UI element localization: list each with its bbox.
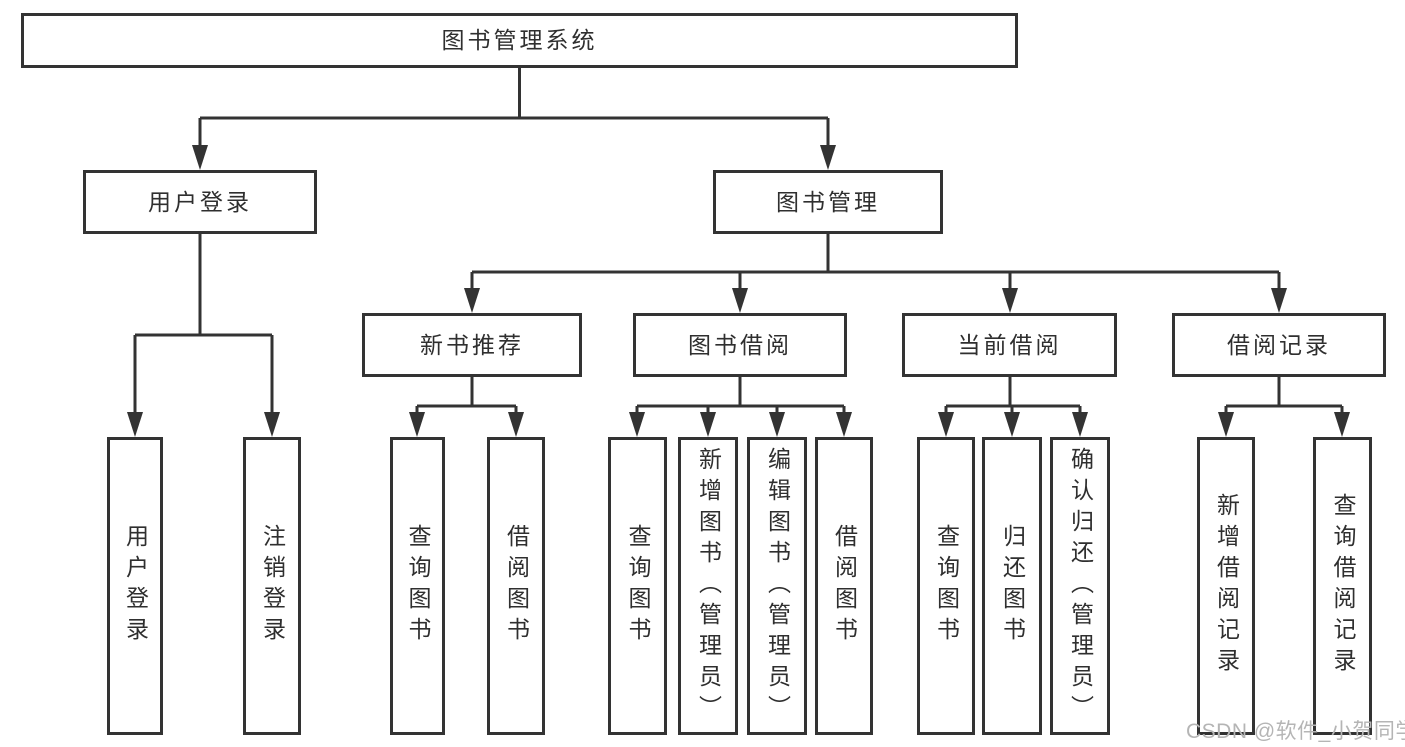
leaf-borrow-query-books: 查询图书 [608, 437, 667, 735]
node-borrow-records: 借阅记录 [1172, 313, 1386, 377]
leaf-label: 查询图书 [405, 524, 431, 648]
leaf-label: 归还图书 [999, 524, 1026, 648]
node-user-login: 用户登录 [83, 170, 317, 234]
leaf-label: 用户登录 [122, 524, 149, 648]
leaf-recommend-borrow-books: 借阅图书 [487, 437, 545, 735]
leaf-borrow-books: 借阅图书 [815, 437, 873, 735]
leaf-add-book-admin: 新增图书（管理员） [678, 437, 738, 735]
leaf-add-borrow-record: 新增借阅记录 [1197, 437, 1255, 735]
leaf-label: 查询图书 [933, 524, 960, 648]
leaf-recommend-query-books: 查询图书 [390, 437, 445, 735]
arrowheads [127, 145, 1350, 437]
leaf-edit-book-admin: 编辑图书（管理员） [747, 437, 807, 735]
node-new-book-recommend: 新书推荐 [362, 313, 582, 377]
leaf-label: 新增图书（管理员） [695, 446, 722, 726]
csdn-watermark: CSDN @软件_小贺同学 [1186, 720, 1405, 743]
node-current-borrow: 当前借阅 [902, 313, 1117, 377]
node-book-borrow: 图书借阅 [633, 313, 847, 377]
leaf-query-borrow-record: 查询借阅记录 [1313, 437, 1372, 735]
leaf-user-login: 用户登录 [107, 437, 163, 735]
leaf-label: 确认归还（管理员） [1067, 446, 1094, 726]
leaf-current-query-books: 查询图书 [917, 437, 975, 735]
leaf-label: 借阅图书 [831, 524, 858, 648]
leaf-label: 编辑图书（管理员） [764, 446, 791, 726]
node-root: 图书管理系统 [21, 13, 1018, 68]
leaf-confirm-return-admin: 确认归还（管理员） [1050, 437, 1110, 735]
leaf-label: 查询借阅记录 [1330, 493, 1356, 679]
leaf-logout: 注销登录 [243, 437, 301, 735]
leaf-label: 借阅图书 [503, 524, 530, 648]
leaf-label: 新增借阅记录 [1213, 493, 1240, 679]
node-book-management: 图书管理 [713, 170, 943, 234]
leaf-label: 注销登录 [259, 524, 286, 648]
leaf-label: 查询图书 [625, 524, 651, 648]
leaf-return-books: 归还图书 [982, 437, 1042, 735]
